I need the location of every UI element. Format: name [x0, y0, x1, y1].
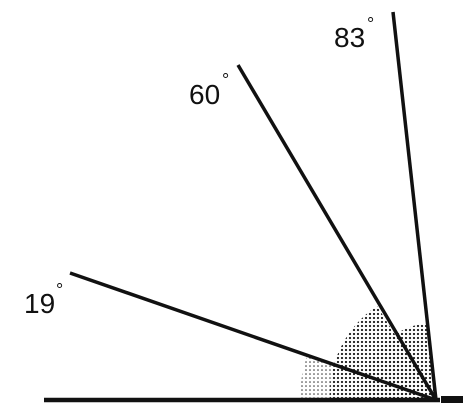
- label-83: 83: [334, 22, 365, 53]
- baseline-end-mark: [441, 396, 463, 403]
- degree-83: °: [367, 14, 374, 34]
- label-60: 60: [189, 79, 220, 110]
- degree-19: °: [56, 280, 63, 300]
- ray-60: [236, 64, 438, 401]
- ray-83: [391, 11, 438, 401]
- degree-60: °: [222, 70, 229, 90]
- label-19: 19: [24, 288, 55, 319]
- ray-19: [69, 271, 437, 402]
